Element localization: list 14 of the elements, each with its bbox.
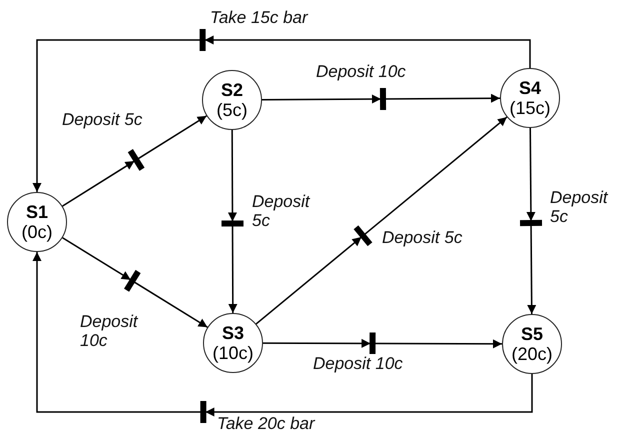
state-name: S1 bbox=[26, 202, 48, 222]
state-value: (20c) bbox=[511, 344, 552, 364]
edge-label: Deposit 5c bbox=[62, 110, 142, 129]
state-value: (0c) bbox=[22, 222, 52, 242]
state-value: (10c) bbox=[212, 343, 254, 363]
state-name: S2 bbox=[220, 80, 244, 100]
state-name: S5 bbox=[520, 324, 544, 344]
state-name: S4 bbox=[518, 78, 542, 98]
edge-label: Deposit 5c bbox=[382, 228, 462, 247]
state-value: (15c) bbox=[509, 98, 550, 118]
edge-label: Deposit 10c bbox=[313, 354, 403, 373]
state-name: S3 bbox=[222, 323, 244, 343]
edge-label: Deposit 10c bbox=[316, 62, 406, 81]
state-value: (5c) bbox=[216, 100, 248, 120]
